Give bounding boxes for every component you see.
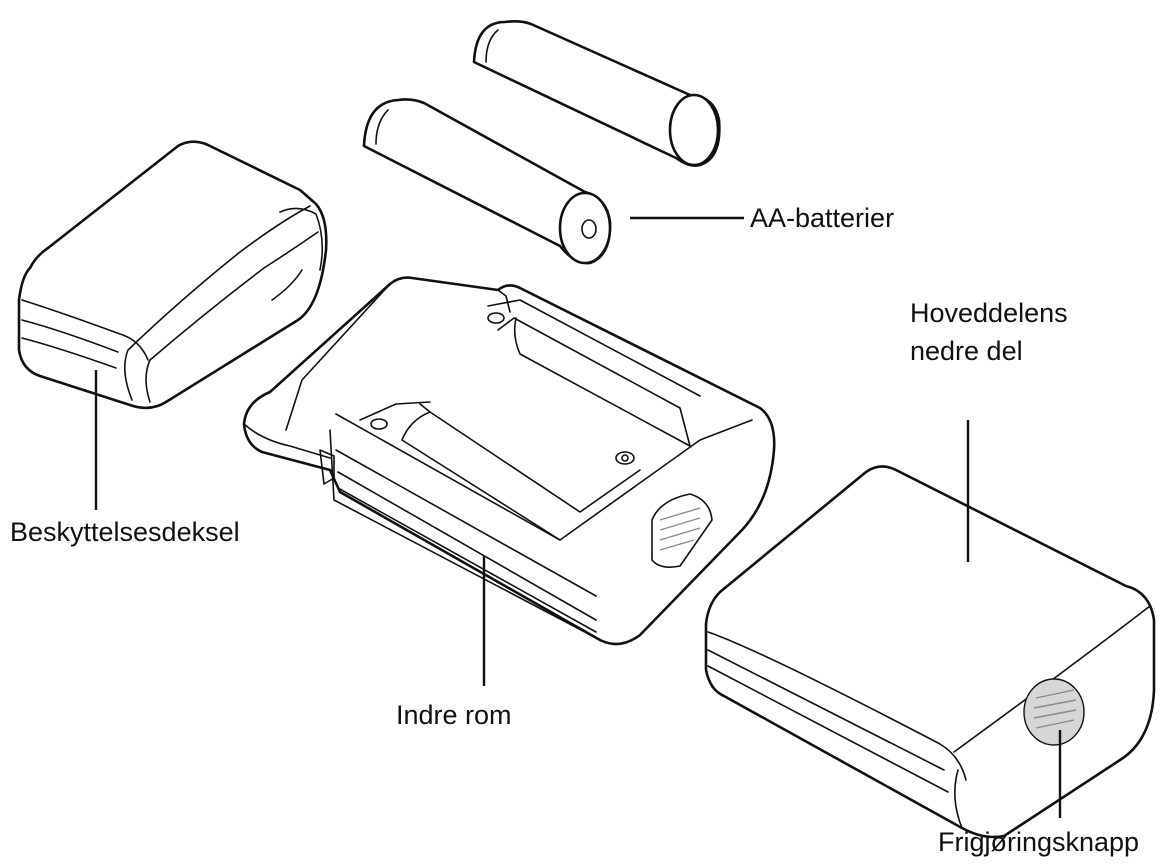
label-main-body-lower-line2: nedre del <box>910 336 1023 366</box>
inner-compartment <box>242 276 776 646</box>
label-main-body-lower-line1: Hoveddelens <box>910 298 1068 328</box>
label-batteries: AA-batterier <box>750 203 894 233</box>
label-release-button: Frigjøringsknapp <box>938 827 1139 857</box>
aa-battery-back <box>472 20 721 167</box>
label-protective-cover: Beskyttelsesdeksel <box>10 517 240 547</box>
aa-battery-front <box>362 98 612 265</box>
label-inner-compartment: Indre rom <box>396 700 512 730</box>
main-body-lower <box>704 465 1156 839</box>
protective-cover <box>17 140 328 410</box>
